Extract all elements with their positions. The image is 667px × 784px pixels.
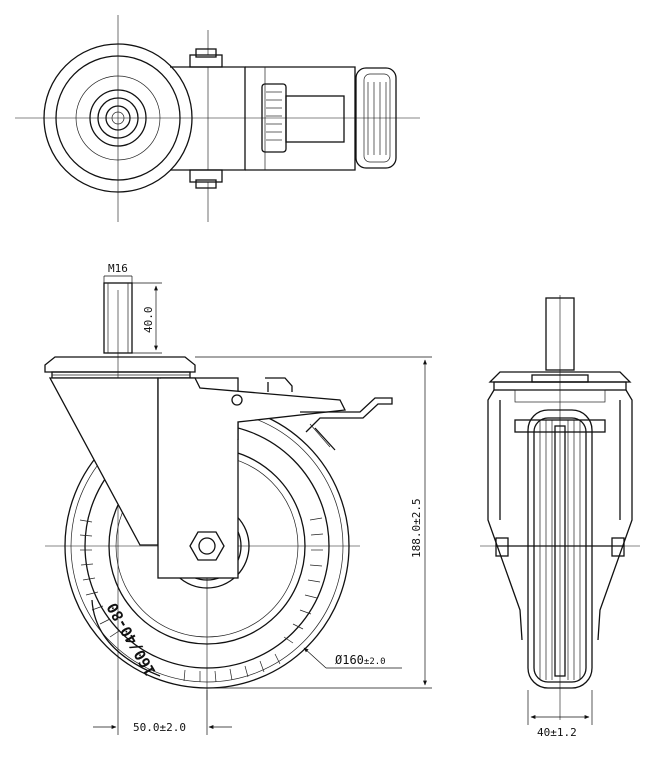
front-dimensions: M16 40.0 188.0±2.5 Ø160±2.0 50.0±2.0 <box>93 262 432 735</box>
side-fork <box>487 389 633 641</box>
side-wheel <box>514 409 606 689</box>
front-view: 160/40-80 <box>44 282 393 700</box>
offset-label: 50.0±2.0 <box>133 721 186 734</box>
wheel-diameter-tolerance: ±2.0 <box>364 657 386 667</box>
svg-text:Ø160±2.0: Ø160±2.0 <box>335 653 386 667</box>
side-view <box>480 295 640 720</box>
wheel-diameter-label: Ø160 <box>335 653 364 667</box>
top-plate <box>44 356 196 379</box>
wheel-marking-badge: 160/40-80 <box>91 600 161 679</box>
side-dimensions: 40±1.2 <box>527 690 593 739</box>
thread-size-label: M16 <box>108 262 128 275</box>
top-view <box>15 15 420 222</box>
fork-front <box>48 377 346 579</box>
wheel-marking: 160/40-80 <box>103 600 159 679</box>
threaded-stem <box>103 282 133 354</box>
side-top-plate <box>488 371 632 403</box>
brake-pedal <box>265 377 393 451</box>
top-view-fork-and-brake <box>170 48 397 189</box>
tread-width-label: 40±1.2 <box>537 726 577 739</box>
stem-length-label: 40.0 <box>142 307 155 334</box>
top-view-wheel <box>43 43 193 193</box>
side-stem <box>545 297 575 371</box>
total-height-label: 188.0±2.5 <box>410 498 423 558</box>
